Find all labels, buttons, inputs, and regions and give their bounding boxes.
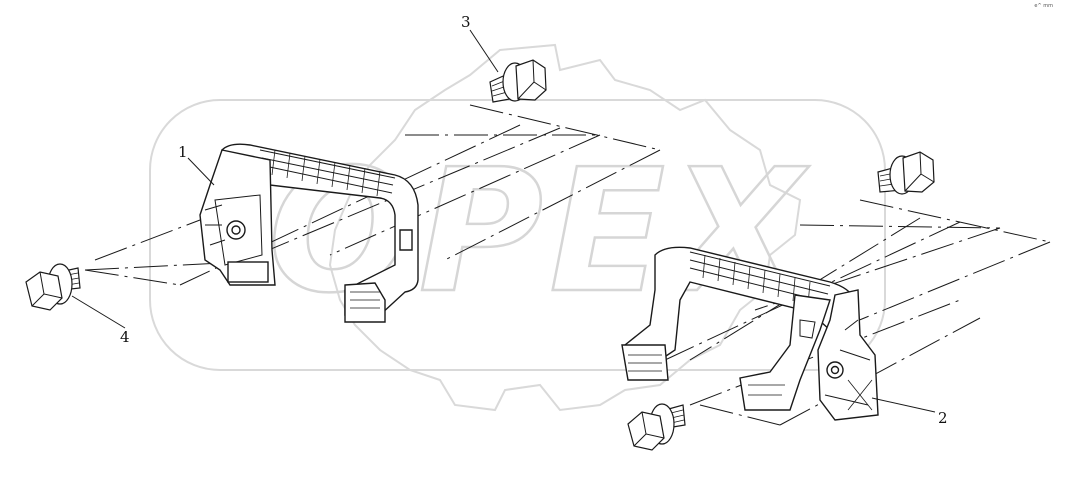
leader-2: [871, 397, 936, 413]
assembly-lines: [84, 104, 1051, 426]
bolt-left: [25, 263, 81, 311]
bolt-upper-right: [877, 151, 935, 195]
callout-2: 2: [938, 409, 948, 427]
callout-1: 1: [178, 143, 188, 161]
leader-3: [469, 29, 499, 73]
leader-4: [71, 295, 126, 329]
bracket-right: [621, 246, 879, 421]
callout-4: 4: [120, 328, 130, 346]
bolt-top: [489, 59, 547, 103]
callout-3: 3: [461, 13, 471, 31]
leader-lines: [71, 29, 936, 413]
corner-mark: e^ mm: [1034, 3, 1053, 9]
bolt-lower-right: [627, 403, 686, 451]
leader-1: [187, 157, 215, 186]
watermark-gear-icon: [328, 43, 802, 412]
bracket-left: [199, 143, 419, 323]
